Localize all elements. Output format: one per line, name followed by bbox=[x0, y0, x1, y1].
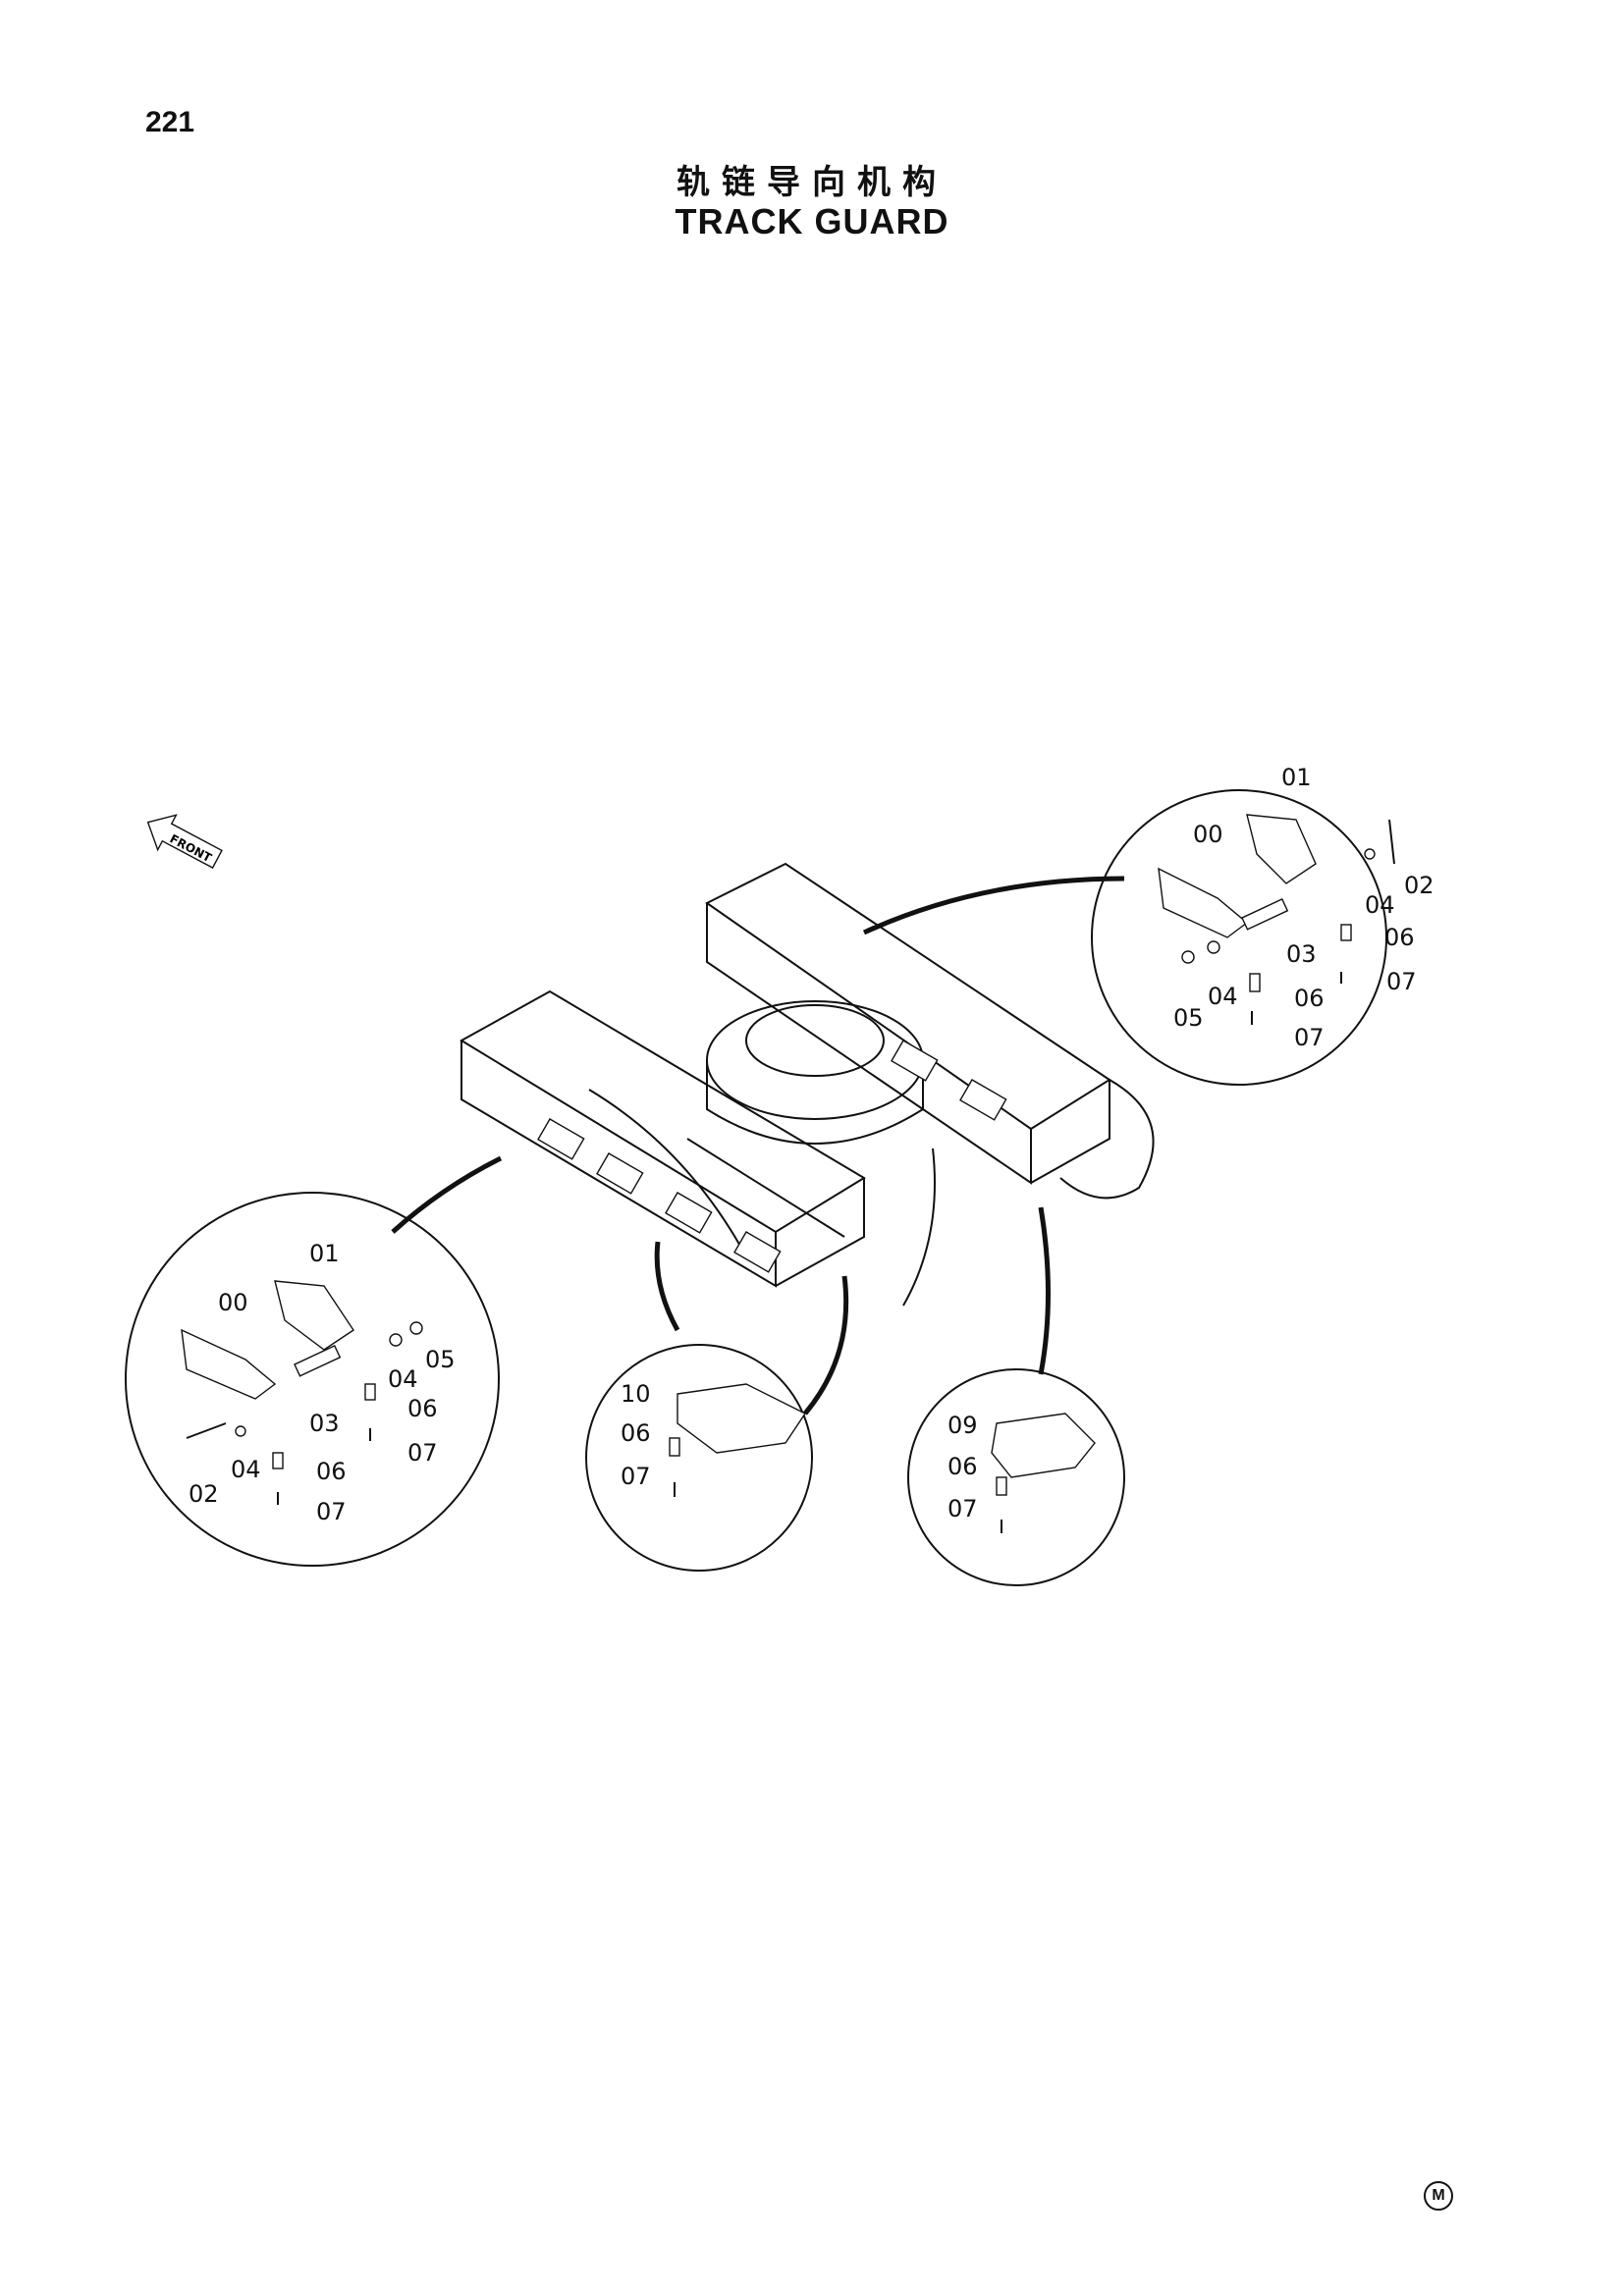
callout-tr-06b: 06 bbox=[1294, 985, 1325, 1012]
detail-circle-top-right bbox=[1091, 789, 1387, 1086]
callout-bl-07a: 07 bbox=[407, 1439, 438, 1467]
callout-tr-01: 01 bbox=[1281, 764, 1312, 791]
parts-bottom-left bbox=[181, 1280, 423, 1505]
leader-bottom-mid bbox=[654, 1241, 680, 1332]
title-english: TRACK GUARD bbox=[675, 201, 949, 241]
callout-tr-00: 00 bbox=[1193, 821, 1223, 848]
callout-bm-07: 07 bbox=[621, 1463, 651, 1490]
parts-bottom-mid bbox=[669, 1383, 807, 1497]
callout-bl-04a: 04 bbox=[388, 1365, 418, 1393]
callout-bm-10: 10 bbox=[621, 1380, 651, 1408]
callout-tr-06a: 06 bbox=[1384, 924, 1415, 951]
leader-mid-right bbox=[803, 1275, 849, 1415]
callout-bl-00: 00 bbox=[218, 1289, 248, 1316]
leader-bottom-right bbox=[1038, 1206, 1051, 1375]
undercarriage-frame bbox=[460, 862, 1155, 1307]
page-number: 221 bbox=[145, 106, 195, 138]
manufacturer-mark-icon: M bbox=[1424, 2181, 1453, 2211]
callout-tr-07a: 07 bbox=[1386, 968, 1417, 995]
callout-bl-06b: 06 bbox=[316, 1458, 347, 1485]
callout-bl-05: 05 bbox=[425, 1346, 456, 1373]
front-arrow: FRONT bbox=[146, 814, 223, 869]
leader-bottom-left bbox=[391, 1155, 503, 1234]
callout-br-06: 06 bbox=[947, 1453, 978, 1480]
parts-bottom-right bbox=[991, 1413, 1096, 1533]
callout-br-09: 09 bbox=[947, 1412, 978, 1439]
callout-bl-03: 03 bbox=[309, 1410, 340, 1437]
callout-tr-04: 04 bbox=[1365, 891, 1395, 919]
detail-circle-bottom-left bbox=[125, 1192, 500, 1567]
callout-bl-06a: 06 bbox=[407, 1395, 438, 1422]
callout-tr-03: 03 bbox=[1286, 940, 1317, 968]
callout-tr-02: 02 bbox=[1404, 872, 1435, 899]
leader-top-right bbox=[862, 876, 1125, 935]
title-chinese: 轨链导向机构 bbox=[677, 163, 947, 202]
callout-bl-01: 01 bbox=[309, 1240, 340, 1267]
detail-circle-bottom-mid bbox=[585, 1344, 813, 1572]
callout-bl-07b: 07 bbox=[316, 1498, 347, 1525]
callout-tr-05: 05 bbox=[1173, 1004, 1204, 1032]
callout-tr-07b: 07 bbox=[1294, 1024, 1325, 1051]
callout-bl-02: 02 bbox=[189, 1480, 219, 1508]
callout-bm-06: 06 bbox=[621, 1419, 651, 1447]
detail-circle-bottom-right bbox=[907, 1368, 1125, 1586]
parts-top-right bbox=[1158, 814, 1395, 1025]
callout-br-07: 07 bbox=[947, 1495, 978, 1522]
callout-tr-04b: 04 bbox=[1208, 983, 1238, 1010]
callout-bl-04b: 04 bbox=[231, 1456, 261, 1483]
